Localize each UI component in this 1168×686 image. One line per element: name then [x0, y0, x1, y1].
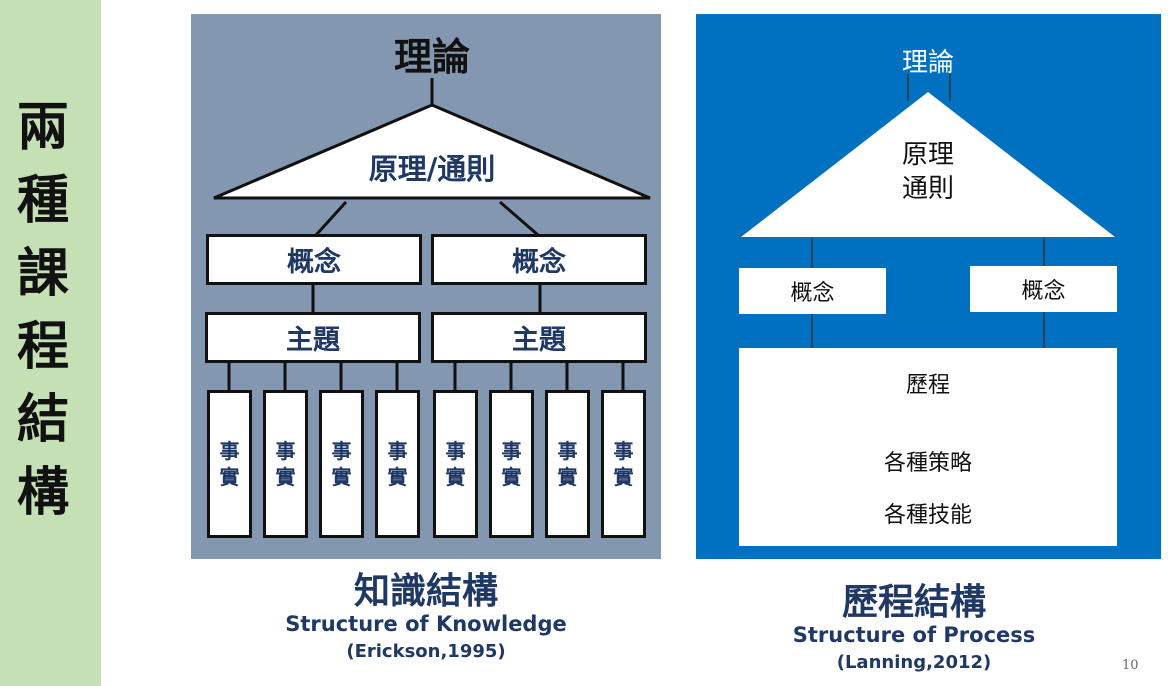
process-principle-label: 原理 通則 — [868, 138, 988, 206]
process-theory-label: 理論 — [901, 48, 954, 78]
fact-text: 實 — [275, 465, 296, 489]
fact-text: 實 — [219, 465, 240, 489]
fact-text: 實 — [331, 465, 352, 489]
process-citation: (Lanning,2012) — [836, 652, 992, 673]
fact-text: 實 — [557, 465, 578, 489]
process-concept-box: 概念 — [739, 268, 886, 314]
knowledge-fact-box: 事實 — [433, 390, 478, 538]
knowledge-citation: (Erickson,1995) — [346, 641, 506, 662]
fact-text: 事 — [275, 439, 296, 463]
knowledge-fact-box: 事實 — [375, 390, 420, 538]
fact-text: 實 — [387, 465, 408, 489]
sidebar-title-char: 結 — [16, 390, 69, 450]
process-caption-english: Structure of Process — [792, 623, 1036, 647]
knowledge-principle-label: 原理/通則 — [368, 152, 496, 186]
page-number: 10 — [1122, 658, 1139, 673]
process-concept-box: 概念 — [970, 266, 1117, 312]
knowledge-topic-box: 主題 — [205, 312, 421, 363]
fact-text: 事 — [445, 439, 466, 463]
knowledge-concept-box: 概念 — [431, 234, 647, 285]
sidebar: 兩 種 課 程 結 構 — [0, 0, 101, 686]
process-label: 歷程 — [905, 373, 950, 398]
knowledge-caption-title: 知識結構 — [353, 571, 498, 612]
fact-text: 事 — [557, 439, 578, 463]
sidebar-title-char: 程 — [16, 317, 69, 377]
knowledge-fact-box: 事實 — [489, 390, 534, 538]
fact-text: 事 — [219, 439, 240, 463]
knowledge-fact-box: 事實 — [263, 390, 308, 538]
process-principle-line: 通則 — [901, 174, 954, 204]
process-strategies-label: 各種策略 — [883, 451, 972, 476]
fact-text: 實 — [445, 465, 466, 489]
knowledge-concept-box: 概念 — [206, 234, 422, 285]
knowledge-fact-box: 事實 — [601, 390, 646, 538]
knowledge-topic-box: 主題 — [431, 312, 647, 363]
sidebar-title-char: 兩 — [16, 98, 69, 158]
process-skills-label: 各種技能 — [883, 503, 972, 528]
process-principle-line: 原理 — [901, 140, 954, 170]
fact-text: 事 — [613, 439, 634, 463]
sidebar-title-char: 課 — [16, 244, 69, 304]
knowledge-fact-box: 事實 — [319, 390, 364, 538]
sidebar-title-char: 構 — [16, 463, 69, 523]
knowledge-fact-box: 事實 — [545, 390, 590, 538]
process-box — [739, 348, 1117, 546]
process-caption-title: 歷程結構 — [841, 582, 986, 623]
fact-text: 事 — [331, 439, 352, 463]
knowledge-fact-box: 事實 — [207, 390, 252, 538]
fact-text: 實 — [613, 465, 634, 489]
fact-text: 事 — [501, 439, 522, 463]
sidebar-title: 兩 種 課 程 結 構 — [0, 92, 86, 530]
knowledge-theory-label: 理論 — [393, 35, 470, 79]
fact-text: 事 — [387, 439, 408, 463]
fact-text: 實 — [501, 465, 522, 489]
sidebar-title-char: 種 — [16, 171, 69, 231]
knowledge-caption-english: Structure of Knowledge — [285, 612, 567, 636]
